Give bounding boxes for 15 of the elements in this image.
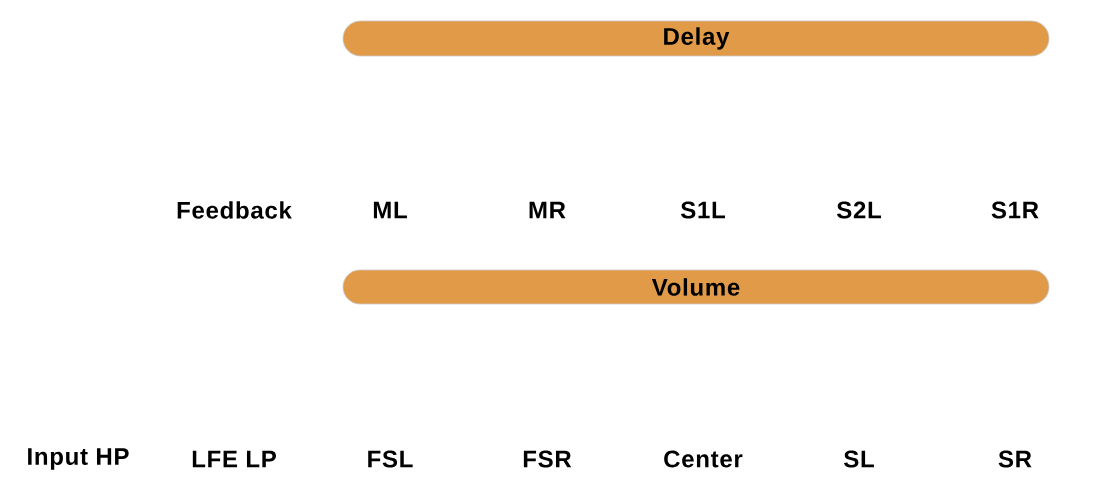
channel-label: Input HP [28,448,129,470]
channel-label: FSL [368,450,413,468]
channel-label: SL [844,450,874,468]
banner: Volume [342,269,1050,305]
channel-label: S2L [836,201,881,219]
channel-label: Feedback [177,201,292,219]
channel-label: FSR [523,450,572,468]
channel-label: LFE LP [192,450,276,468]
channel-label: SR [998,450,1032,468]
channel-label: S1R [991,201,1039,219]
channel-label: Center [664,450,743,468]
banner: Delay [342,20,1050,57]
channel-label: MR [529,201,566,219]
channel-label: ML [373,201,407,219]
channel-label: S1L [680,201,725,219]
